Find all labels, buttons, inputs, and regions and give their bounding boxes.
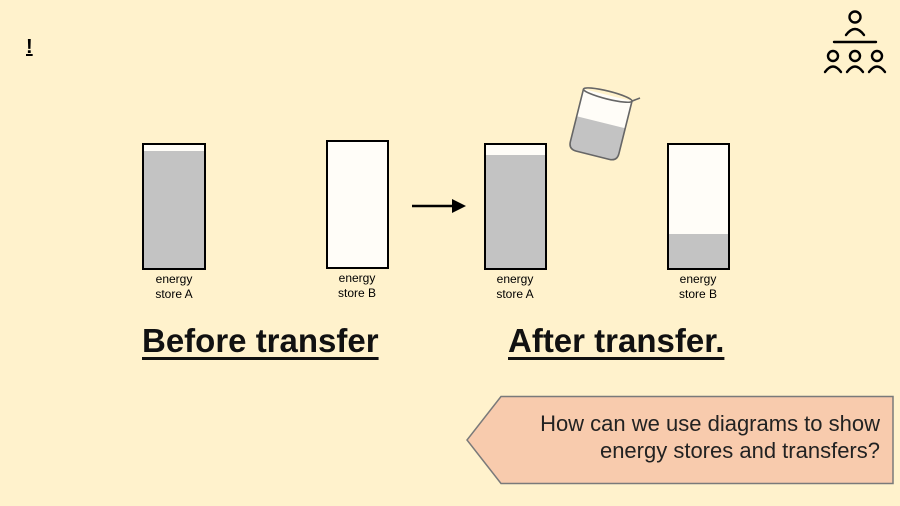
store-label-a-before: energy store A <box>129 272 219 302</box>
energy-fill <box>669 233 728 268</box>
store-label-b-after: energy store B <box>653 272 743 302</box>
label-line: energy <box>338 271 376 285</box>
energy-fill <box>144 151 204 268</box>
before-heading: Before transfer <box>142 322 379 359</box>
energy-store-b-after <box>667 143 730 270</box>
corner-mark: ! <box>26 36 33 58</box>
label-line: store B <box>678 287 717 301</box>
label-line: energy <box>496 272 534 286</box>
label-line: store B <box>337 286 376 300</box>
label-line: energy <box>155 272 193 286</box>
beaker-icon <box>569 87 641 161</box>
label-line: energy <box>679 272 717 286</box>
store-label-b-before: energy store B <box>312 271 402 301</box>
question-banner-shape <box>466 395 894 485</box>
after-heading: After transfer. <box>508 322 725 359</box>
right-arrow-icon <box>412 199 466 213</box>
question-text: How can we use diagrams to show energy s… <box>540 411 880 463</box>
label-line: store A <box>155 287 193 301</box>
store-label-a-after: energy store A <box>470 272 560 302</box>
energy-store-b-before <box>326 140 389 269</box>
energy-store-a-before <box>142 143 206 270</box>
energy-store-a-after <box>484 143 547 270</box>
energy-fill <box>486 154 545 268</box>
label-line: store A <box>496 287 534 301</box>
group-people-icon <box>823 10 887 74</box>
